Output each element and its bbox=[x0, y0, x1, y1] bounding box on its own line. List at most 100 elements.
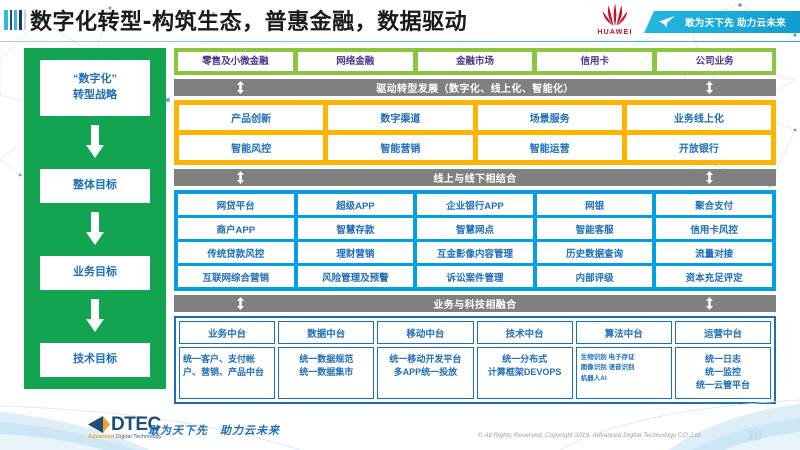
platform-header[interactable]: 算法中台 bbox=[575, 321, 672, 345]
strategy-title-line2: 转型战略 bbox=[73, 88, 117, 101]
transformation-cell[interactable]: 数字渠道 bbox=[328, 105, 473, 131]
platform-body: 统一数据规范 统一数据集市 bbox=[278, 347, 375, 400]
footer-slogan: 敢为天下先 助力云未来 bbox=[148, 425, 280, 437]
up-down-arrow-icon bbox=[237, 171, 244, 185]
platform-body: 统一日志 统一监控 统一云管平台 bbox=[674, 347, 772, 400]
channel-cell[interactable]: 智能客服 bbox=[536, 218, 653, 240]
platform-column: 移动中台 统一移动开发平台 多APP统一投放 bbox=[377, 321, 474, 400]
connector-bar-1-label: 驱动转型发展（数字化、线上化、智能化） bbox=[376, 84, 574, 96]
dtec-tagline-bold: Advanced bbox=[88, 434, 115, 440]
channel-cell[interactable]: 互金影像内容管理 bbox=[417, 242, 533, 264]
transformation-cell[interactable]: 智能风控 bbox=[179, 135, 324, 161]
transformation-cell[interactable]: 智能运营 bbox=[477, 135, 622, 161]
architecture-stack: 零售及小微金融 网络金融 金融市场 信用卡 公司业务 驱动转型发展（数字化、线上… bbox=[174, 48, 776, 405]
footer-wave-decoration bbox=[0, 399, 800, 450]
connector-bar-3: 业务与科技相融合 bbox=[174, 295, 776, 313]
channel-cell[interactable]: 智慧存款 bbox=[297, 218, 414, 240]
huawei-wordmark: HUAWEI bbox=[597, 29, 633, 36]
transformation-cell[interactable]: 场景服务 bbox=[477, 105, 622, 131]
strategy-title-line1: “数字化” bbox=[73, 73, 117, 85]
connector-bar-2: 线上与线下相结合 bbox=[174, 169, 776, 187]
up-down-arrow-icon bbox=[237, 81, 244, 95]
channel-cell[interactable]: 超级APP bbox=[297, 194, 414, 216]
connector-bar-2-label: 线上与线下相结合 bbox=[433, 174, 517, 186]
platform-header[interactable]: 技术中台 bbox=[476, 321, 573, 345]
platform-column: 数据中台 统一数据规范 统一数据集市 bbox=[278, 321, 375, 400]
business-line-cell[interactable]: 零售及小微金融 bbox=[178, 52, 293, 72]
transformation-cell[interactable]: 开放银行 bbox=[626, 135, 771, 161]
connector-bar-1: 驱动转型发展（数字化、线上化、智能化） bbox=[174, 79, 776, 97]
platform-body: 统一客户、支付帐户、营销、产品中台 bbox=[179, 347, 276, 400]
platform-body: 生物识别 电子存证 图像识别 语音识别 机器人AI bbox=[575, 347, 672, 400]
platform-header[interactable]: 运营中台 bbox=[674, 321, 772, 345]
copyright-text: © All Rights Reserved. Copyright 2019. A… bbox=[478, 432, 701, 439]
business-line-cell[interactable]: 公司业务 bbox=[657, 52, 772, 72]
strategy-tech-goal: 技术目标 bbox=[40, 343, 150, 377]
channel-cell[interactable]: 智慧网点 bbox=[417, 218, 533, 240]
channel-cell[interactable]: 资本充足评定 bbox=[656, 266, 772, 288]
channel-cell[interactable]: 互联网综合营销 bbox=[178, 266, 294, 288]
platform-header[interactable]: 移动中台 bbox=[377, 321, 474, 345]
strategy-title-box: “数字化” 转型战略 bbox=[40, 60, 150, 116]
channel-cell[interactable]: 企业银行APP bbox=[417, 194, 533, 216]
channel-cell[interactable]: 理财营销 bbox=[297, 242, 414, 264]
channel-cell[interactable]: 诉讼案件管理 bbox=[417, 266, 533, 288]
channel-cell[interactable]: 信用卡风控 bbox=[656, 218, 772, 240]
business-lines-band: 零售及小微金融 网络金融 金融市场 信用卡 公司业务 bbox=[174, 48, 776, 76]
up-down-arrow-icon bbox=[706, 81, 713, 95]
transformation-cell[interactable]: 业务线上化 bbox=[626, 105, 771, 131]
slide-header: 数字化转型-构筑生态，普惠金融，数据驱动 HUAWEI 敢为天下先 助力云未来 bbox=[0, 0, 800, 42]
connector-bar-3-label: 业务与科技相融合 bbox=[433, 300, 517, 312]
header-divider bbox=[0, 41, 800, 42]
channels-row: 网贷平台 超级APP 企业银行APP 网银 聚合支付 bbox=[178, 194, 772, 216]
strategy-overall-goal: 整体目标 bbox=[40, 168, 150, 203]
channels-row: 传统贷款风控 理财营销 互金影像内容管理 历史数据查询 流量对接 bbox=[178, 242, 772, 264]
down-arrow-icon-2 bbox=[86, 212, 104, 246]
business-line-cell[interactable]: 金融市场 bbox=[417, 52, 533, 72]
channel-cell[interactable]: 网贷平台 bbox=[178, 194, 294, 216]
channel-cell[interactable]: 流量对接 bbox=[656, 242, 772, 264]
channel-cell[interactable]: 风险管理及预警 bbox=[297, 266, 414, 288]
channels-band: 网贷平台 超级APP 企业银行APP 网银 聚合支付 商户APP 智慧存款 智慧… bbox=[174, 190, 776, 292]
transformation-band: 产品创新 数字渠道 场景服务 业务线上化 智能风控 智能营销 智能运营 开放银行 bbox=[174, 100, 776, 166]
platform-column: 算法中台 生物识别 电子存证 图像识别 语音识别 机器人AI bbox=[575, 321, 672, 400]
transformation-cell[interactable]: 智能营销 bbox=[328, 135, 473, 161]
title-accent-bars bbox=[4, 10, 26, 30]
platform-body: 统一移动开发平台 多APP统一投放 bbox=[377, 347, 474, 400]
business-line-cell[interactable]: 网络金融 bbox=[297, 52, 413, 72]
dtec-arrow-icon bbox=[88, 416, 110, 434]
dtec-tagline-rest: Digital Technology bbox=[114, 434, 162, 440]
channel-cell[interactable]: 内部评级 bbox=[536, 266, 653, 288]
platform-column: 技术中台 统一分布式 计算框架DEVOPS bbox=[476, 321, 573, 400]
down-arrow-icon-1 bbox=[86, 125, 104, 159]
platform-header[interactable]: 业务中台 bbox=[179, 321, 276, 345]
business-line-cell[interactable]: 信用卡 bbox=[537, 52, 653, 72]
channel-cell[interactable]: 历史数据查询 bbox=[536, 242, 653, 264]
transformation-row: 产品创新 数字渠道 场景服务 业务线上化 bbox=[179, 105, 771, 131]
channel-cell[interactable]: 网银 bbox=[536, 194, 653, 216]
up-down-arrow-icon bbox=[706, 171, 713, 185]
channels-row: 商户APP 智慧存款 智慧网点 智能客服 信用卡风控 bbox=[178, 218, 772, 240]
up-down-arrow-icon bbox=[237, 297, 244, 311]
strategy-business-goal: 业务目标 bbox=[40, 256, 150, 290]
transformation-cell[interactable]: 产品创新 bbox=[179, 105, 324, 131]
slide-footer: DTEC Advanced Digital Technology 敢为天下先 助… bbox=[0, 398, 800, 450]
strategy-column: “数字化” 转型战略 整体目标 业务目标 技术目标 bbox=[24, 48, 166, 389]
channel-cell[interactable]: 商户APP bbox=[178, 218, 294, 240]
channel-cell[interactable]: 聚合支付 bbox=[656, 194, 772, 216]
page-title: 数字化转型-构筑生态，普惠金融，数据驱动 bbox=[30, 10, 468, 35]
channel-cell[interactable]: 传统贷款风控 bbox=[178, 242, 294, 264]
huawei-logo: HUAWEI bbox=[592, 2, 638, 40]
platform-column: 运营中台 统一日志 统一监控 统一云管平台 bbox=[674, 321, 772, 400]
paper-plane-icon bbox=[659, 15, 675, 28]
down-arrow-icon-3 bbox=[86, 299, 104, 333]
platform-body: 统一分布式 计算框架DEVOPS bbox=[476, 347, 573, 400]
channels-row: 互联网综合营销 风险管理及预警 诉讼案件管理 内部评级 资本充足评定 bbox=[178, 266, 772, 288]
dtec-logo: DTEC bbox=[88, 415, 161, 434]
huawei-cloud-ribbon: 敢为天下先 助力云未来 bbox=[644, 11, 800, 33]
platform-column: 业务中台 统一客户、支付帐户、营销、产品中台 bbox=[179, 321, 276, 400]
ribbon-slogan: 敢为天下先 助力云未来 bbox=[685, 18, 786, 29]
platform-header[interactable]: 数据中台 bbox=[278, 321, 375, 345]
platforms-band: 业务中台 统一客户、支付帐户、营销、产品中台 数据中台 统一数据规范 统一数据集… bbox=[174, 316, 776, 405]
